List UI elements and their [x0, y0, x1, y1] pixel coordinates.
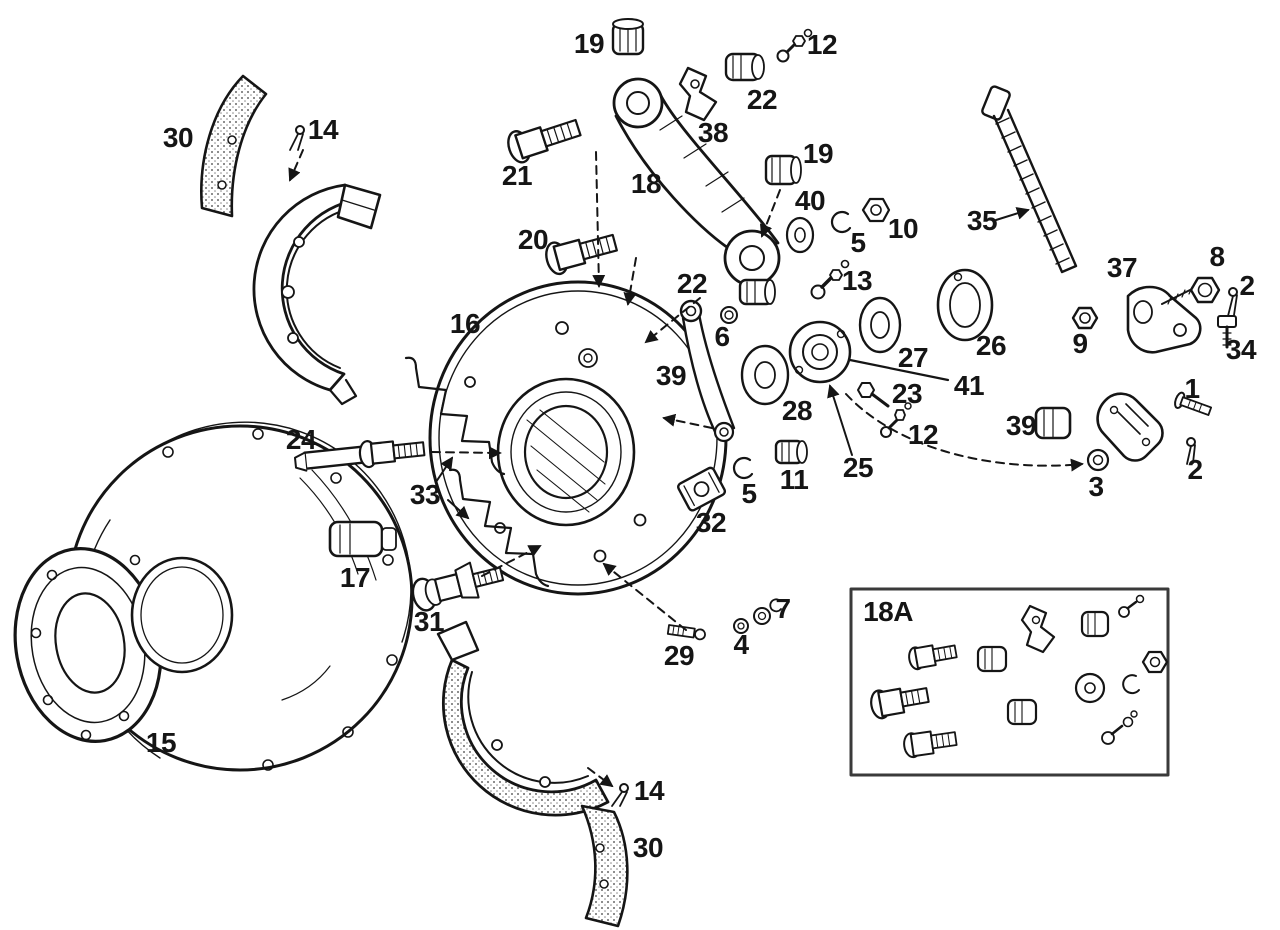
- part-19-sleeve: [764, 154, 802, 186]
- part-37-lever: [1126, 285, 1202, 354]
- backing-plate: [428, 280, 728, 596]
- part-23-screw: [857, 382, 890, 408]
- part-5-snap-ring: [732, 456, 754, 480]
- part-6-ring: [720, 306, 738, 324]
- part-25-hub: [788, 320, 852, 384]
- part-10-nut: [861, 197, 891, 223]
- part-26-ring: [936, 268, 994, 342]
- adjusting-rod: [981, 85, 1078, 274]
- parking-lever: [612, 77, 781, 287]
- part-14-pin-bottom: [611, 783, 629, 807]
- part-3-washer: [1086, 448, 1110, 472]
- brake-lining-upper: [200, 74, 268, 218]
- part-12-grease-fitting: [880, 402, 912, 438]
- retracting-spring-lower: [448, 468, 550, 588]
- part-7-ring: [753, 598, 782, 625]
- part-12-grease-fitting-top: [776, 28, 813, 63]
- part-22-sleeve-top: [724, 52, 765, 82]
- part-8-nut: [1189, 276, 1221, 304]
- part-39-nut: [1034, 406, 1072, 440]
- part-39-clevis: [1096, 392, 1164, 462]
- part-32-bracket: [677, 466, 727, 512]
- leader-lines: [288, 149, 1084, 788]
- part-9-nut: [1071, 306, 1099, 330]
- part-34-screw: [1217, 315, 1237, 349]
- part-21-bolt: [507, 118, 582, 164]
- part-19-cap-nut: [611, 18, 645, 56]
- part-24-adjuster: [293, 440, 426, 472]
- part-1-bolt: [1174, 391, 1213, 416]
- part-27-washer: [858, 296, 902, 354]
- part-29-pin: [666, 624, 706, 641]
- part-38-cam: [678, 66, 718, 122]
- part-17-sleeve: [328, 520, 397, 558]
- part-28-washer: [740, 344, 790, 406]
- inset-parts: [870, 594, 1169, 759]
- part-20-bolt: [545, 233, 618, 276]
- part-2-cotter-pin: [1186, 437, 1196, 465]
- part-22-sleeve: [738, 278, 776, 306]
- part-2-cotter-pin-top: [1227, 287, 1238, 317]
- brake-lining-lower: [580, 804, 629, 928]
- part-13-grease-fitting: [810, 259, 850, 300]
- strut-lever: [679, 299, 736, 443]
- part-11-sleeve: [774, 439, 808, 465]
- part-31-bolt: [411, 561, 505, 612]
- part-4-ring: [733, 618, 749, 634]
- inset-box: [849, 587, 1170, 777]
- part-14-pin-top: [289, 125, 305, 151]
- part-40-washer: [785, 216, 815, 254]
- part-5-snap-ring-top: [830, 210, 852, 234]
- retracting-spring-upper: [404, 356, 506, 476]
- brake-shoe-lower: [436, 620, 610, 817]
- brake-drum: [13, 421, 414, 772]
- brake-shoe-upper: [252, 183, 382, 406]
